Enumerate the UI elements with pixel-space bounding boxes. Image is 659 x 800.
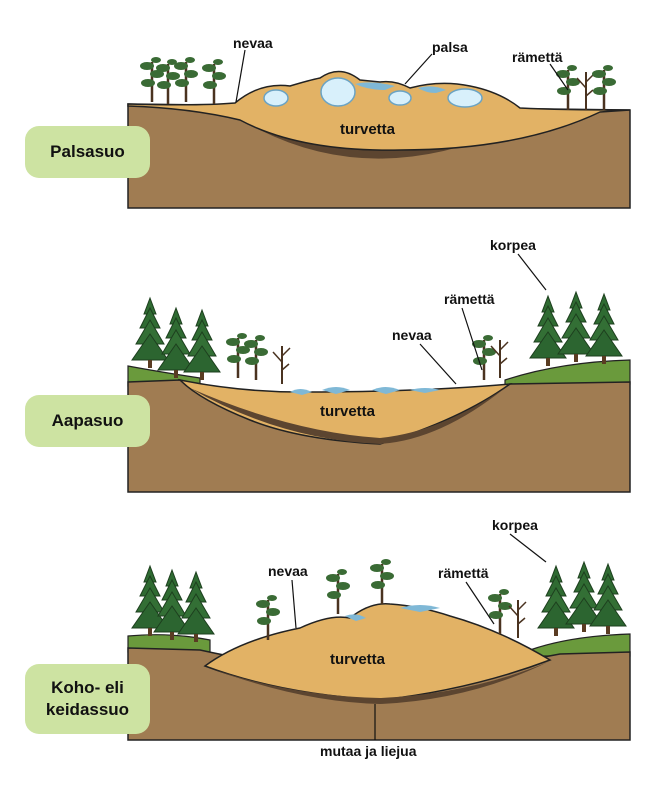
leader-line — [517, 253, 547, 291]
water-pool — [290, 389, 312, 395]
leader-line — [549, 63, 569, 91]
bog-type-label-aapasuo: Aapasuo — [25, 395, 150, 447]
label-turvetta: turvetta — [340, 121, 396, 138]
leader-line — [419, 343, 457, 385]
bog-type-name-line1: Koho- eli — [51, 678, 124, 697]
water-pool — [355, 82, 395, 90]
grass-strip — [127, 634, 211, 653]
panel-palsasuo: nevaa palsa rämettä turvetta — [127, 35, 631, 209]
label-korpea: korpea — [490, 237, 536, 253]
leader-line — [461, 307, 483, 371]
grass-strip — [529, 633, 631, 657]
ice-lens — [388, 90, 412, 106]
grass-strip — [504, 359, 631, 387]
panel-aapasuo: korpea rämettä nevaa turvetta — [127, 237, 631, 493]
ice-lens — [320, 77, 356, 107]
water-pool — [322, 387, 350, 394]
label-ramettä: rämettä — [512, 49, 563, 65]
water-pool — [345, 614, 366, 621]
leader-line — [509, 533, 547, 563]
label-nevaa: nevaa — [392, 327, 432, 343]
ice-lens — [447, 88, 483, 108]
label-nevaa: nevaa — [268, 563, 308, 579]
water-pool — [410, 388, 440, 393]
label-palsa: palsa — [432, 39, 468, 55]
bog-type-name: Koho- eli keidassuo — [46, 677, 129, 721]
label-nevaa: nevaa — [233, 35, 273, 51]
bog-type-name: Palsasuo — [50, 142, 125, 161]
label-mutaa-ja-liejua: mutaa ja liejua — [320, 743, 417, 759]
bog-type-label-kohosuo: Koho- eli keidassuo — [25, 664, 150, 734]
bog-type-name: Aapasuo — [51, 411, 124, 430]
panel-kohosuo: nevaa korpea rämettä turvetta mutaa ja l… — [127, 517, 631, 759]
mud-layer — [190, 388, 505, 444]
label-korpea: korpea — [492, 517, 538, 533]
peat-layer — [127, 70, 631, 151]
leader-line — [291, 579, 297, 629]
ice-lens — [263, 89, 289, 107]
water-pool — [400, 605, 440, 612]
label-turvetta: turvetta — [320, 403, 376, 420]
leader-line — [404, 53, 433, 85]
mud-layer — [260, 124, 520, 159]
bog-type-name-line2: keidassuo — [45, 700, 130, 719]
bog-type-label-palsasuo: Palsasuo — [25, 126, 150, 178]
label-turvetta: turvetta — [330, 651, 386, 668]
water-pool — [372, 387, 400, 394]
leader-line — [235, 49, 246, 103]
leader-line — [465, 581, 495, 625]
label-ramettä: rämettä — [444, 291, 495, 307]
label-ramettä: rämettä — [438, 565, 489, 581]
water-pool — [418, 86, 446, 93]
